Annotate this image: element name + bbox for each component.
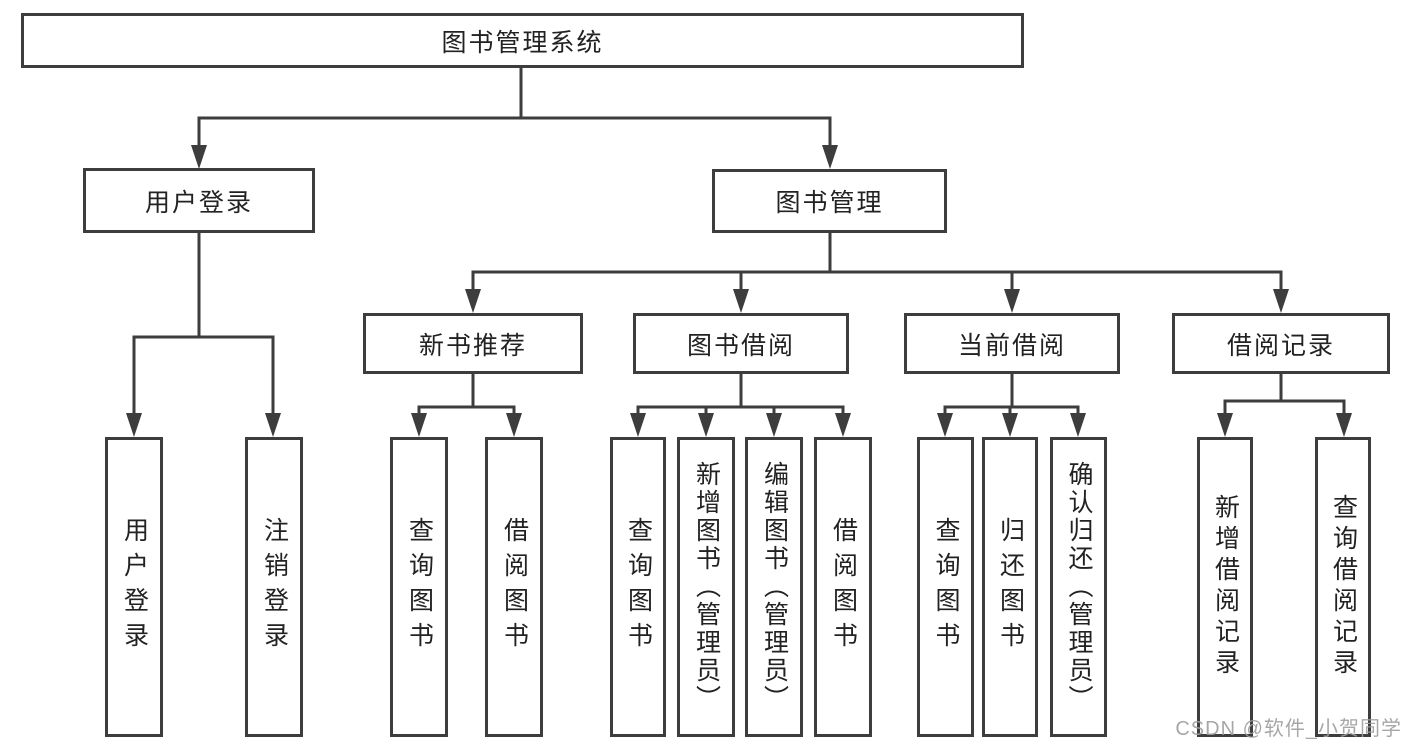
- leaf-label: 用户登录: [120, 517, 149, 657]
- node-user-login: 用户登录: [83, 168, 315, 233]
- leaf-label: 注销登录: [260, 517, 289, 657]
- leaf-label: 查询借阅记录: [1329, 494, 1358, 680]
- leaf-query-books-borrowing: 查询图书: [610, 437, 666, 737]
- node-library-management-system: 图书管理系统: [21, 13, 1024, 68]
- leaf-label: 新增图书（管理员）: [692, 461, 721, 713]
- leaf-label: 确认归还（管理员）: [1065, 461, 1093, 713]
- leaf-borrow-books-recommend: 借阅图书: [485, 437, 543, 737]
- leaf-query-books-current: 查询图书: [917, 437, 974, 737]
- node-label: 图书管理系统: [441, 28, 604, 57]
- leaf-label: 归还图书: [996, 517, 1025, 657]
- leaf-label: 查询图书: [624, 517, 653, 657]
- node-label: 当前借阅: [957, 331, 1066, 360]
- node-label: 借阅记录: [1226, 331, 1335, 360]
- leaf-borrow-books: 借阅图书: [814, 437, 872, 737]
- node-new-book-recommend: 新书推荐: [363, 313, 583, 374]
- leaf-label: 查询图书: [932, 517, 960, 657]
- node-current-borrowing: 当前借阅: [904, 313, 1120, 374]
- leaf-confirm-return-admin: 确认归还（管理员）: [1050, 437, 1107, 737]
- leaf-return-books: 归还图书: [982, 437, 1038, 737]
- leaf-add-books-admin: 新增图书（管理员）: [677, 437, 735, 737]
- node-borrowing-records: 借阅记录: [1172, 313, 1390, 374]
- leaf-add-borrow-record: 新增借阅记录: [1197, 437, 1253, 737]
- leaf-logout-login: 注销登录: [245, 437, 303, 737]
- node-label: 图书管理: [775, 189, 884, 217]
- csdn-watermark: CSDN @软件_小贺同学: [1175, 718, 1402, 740]
- leaf-label: 查询图书: [405, 517, 434, 657]
- leaf-query-borrow-record: 查询借阅记录: [1315, 437, 1371, 737]
- node-book-borrowing: 图书借阅: [633, 313, 849, 374]
- node-label: 用户登录: [144, 188, 253, 217]
- leaf-query-books-recommend: 查询图书: [390, 437, 448, 737]
- leaf-label: 借阅图书: [829, 517, 858, 657]
- node-book-management: 图书管理: [712, 169, 947, 233]
- node-label: 图书借阅: [686, 331, 795, 360]
- leaf-label: 编辑图书（管理员）: [760, 461, 789, 713]
- leaf-edit-books-admin: 编辑图书（管理员）: [745, 437, 803, 737]
- leaf-label: 借阅图书: [500, 517, 529, 657]
- leaf-label: 新增借阅记录: [1211, 494, 1240, 680]
- node-label: 新书推荐: [418, 331, 527, 360]
- leaf-user-login: 用户登录: [105, 437, 163, 737]
